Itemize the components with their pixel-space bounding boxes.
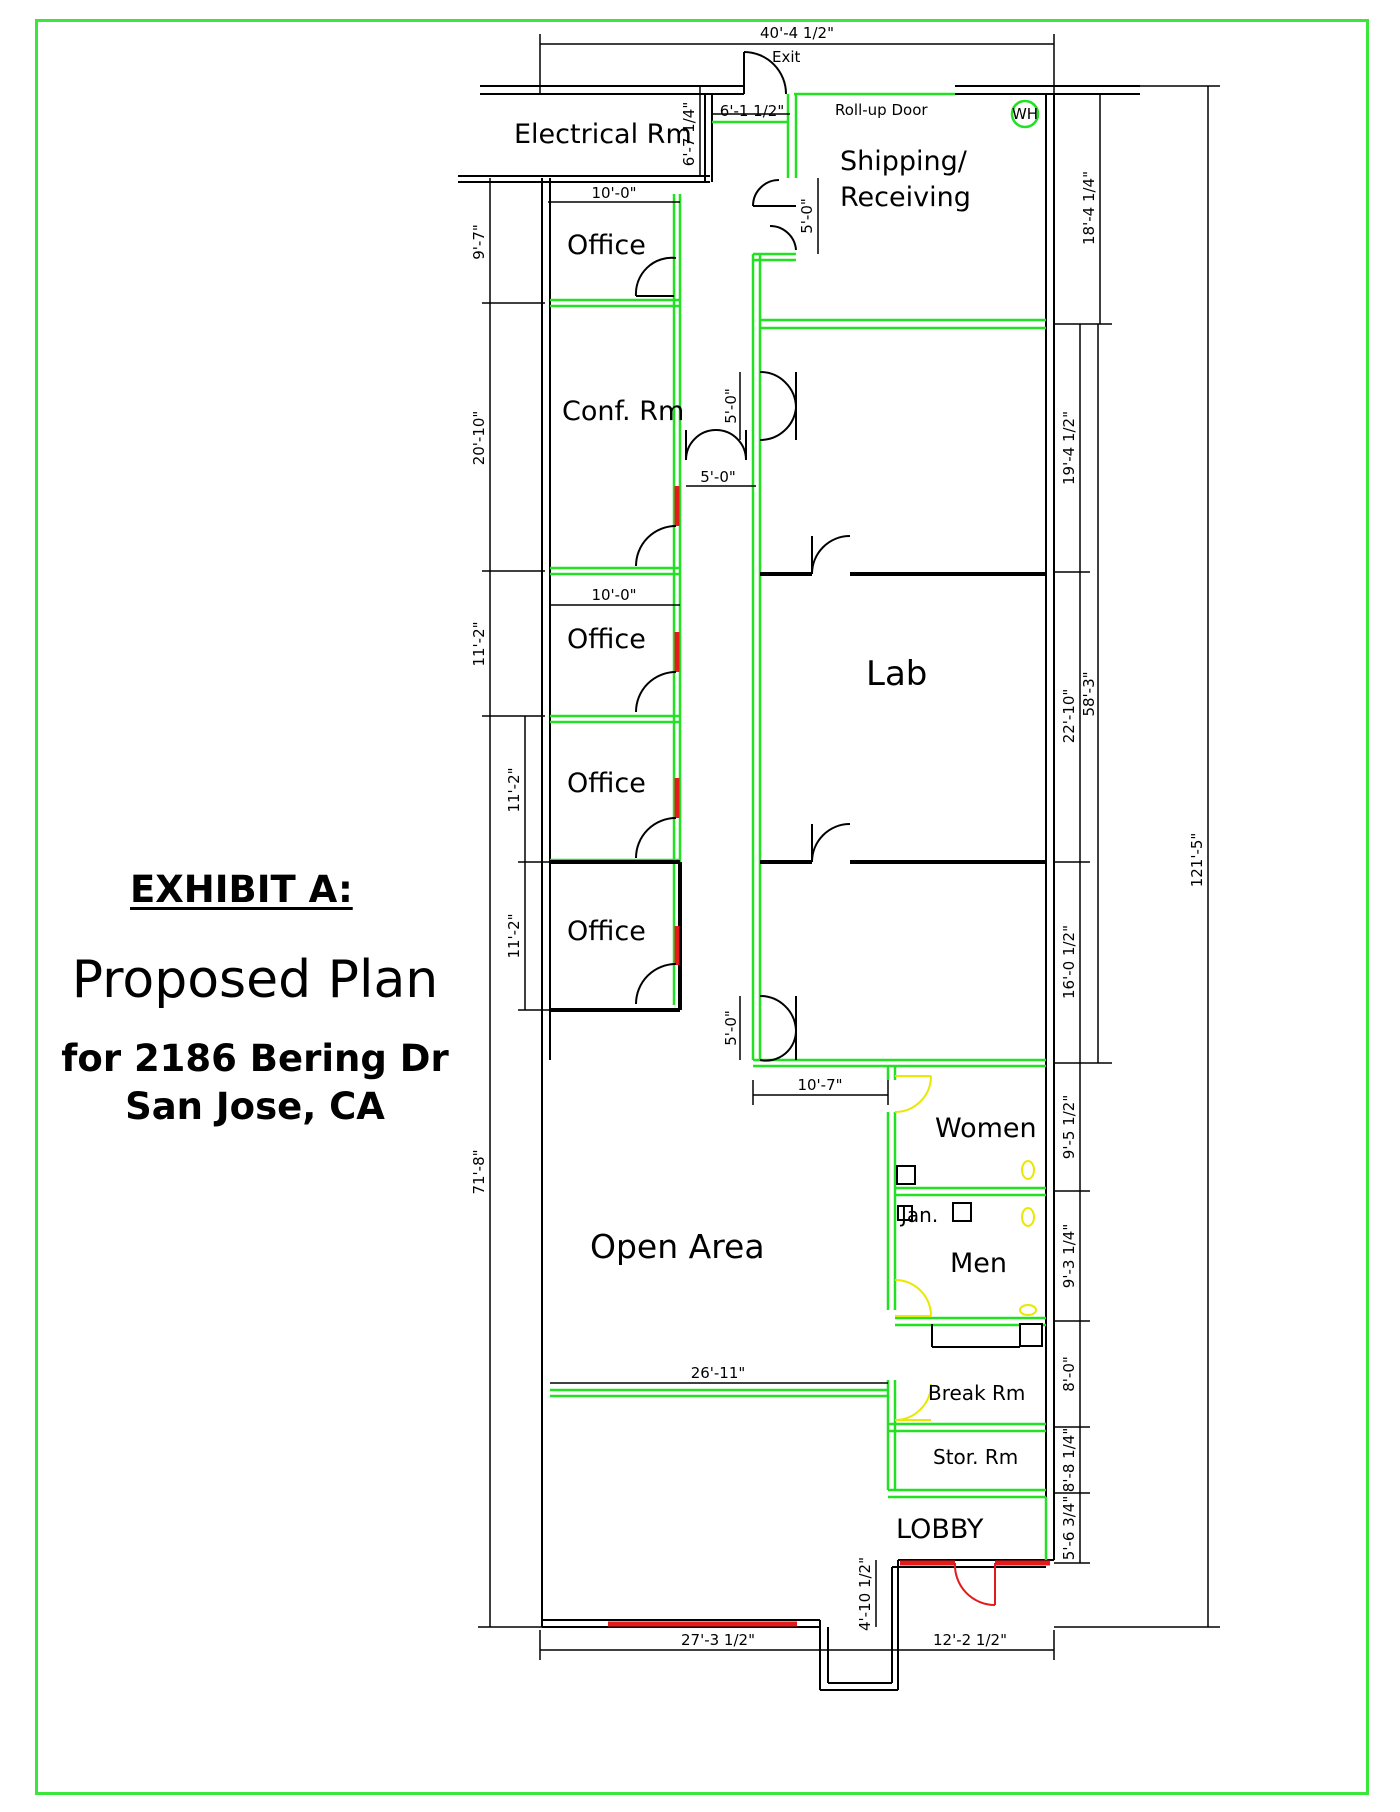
plan-title: Proposed Plan <box>71 950 439 1010</box>
rollup-door-label: Roll-up Door <box>835 101 928 119</box>
room-storage: Stor. Rm <box>933 1445 1018 1469</box>
dimension-labels: 40'-4 1/2" 6'-1 1/2" 6'-7 1/4" 10'-0" 5'… <box>470 24 1206 1649</box>
dim-top-width: 40'-4 1/2" <box>760 24 834 42</box>
dim-conf-door-h: 5'-0" <box>700 468 736 486</box>
water-heater: WH <box>1010 99 1040 129</box>
dim-open-width: 26'-11" <box>691 1364 746 1382</box>
dim-right-9-5: 9'-5 1/2" <box>1060 1095 1078 1159</box>
demo-walls <box>608 486 1050 1627</box>
exterior-walls <box>458 85 1140 1691</box>
dim-bottom-right: 12'-2 1/2" <box>933 1631 1007 1649</box>
dim-right-8-1: 8'-8 1/4" <box>1060 1428 1078 1492</box>
dim-conf-door-v: 5'-0" <box>722 388 740 424</box>
existing-interior-walls <box>550 572 1046 1012</box>
room-office-1: Office <box>567 230 646 261</box>
room-conf: Conf. Rm <box>562 396 684 427</box>
dim-right-58-3: 58'-3" <box>1080 671 1098 716</box>
room-shipping-line2: Receiving <box>840 182 971 213</box>
dim-left-20-10: 20'-10" <box>470 411 488 466</box>
dim-left-11-2b: 11'-2" <box>505 767 523 812</box>
doors <box>634 179 851 1062</box>
dim-right-16-0: 16'-0 1/2" <box>1060 925 1078 999</box>
dim-lab-door: 5'-0" <box>722 1010 740 1046</box>
room-office-4: Office <box>567 916 646 947</box>
dim-lobby-step: 4'-10 1/2" <box>856 1557 874 1631</box>
dim-left-11-2a: 11'-2" <box>470 621 488 666</box>
room-men: Men <box>950 1248 1007 1279</box>
room-office-3: Office <box>567 768 646 799</box>
room-shipping-line1: Shipping/ <box>840 146 968 177</box>
plan-address: for 2186 Bering Dr San Jose, CA <box>40 1035 470 1131</box>
water-heater-label: WH <box>1012 105 1038 123</box>
dim-right-22-10: 22'-10" <box>1060 689 1078 744</box>
lobby-door <box>953 1562 996 1607</box>
room-break: Break Rm <box>928 1381 1025 1405</box>
dim-left-9-7: 9'-7" <box>470 224 488 260</box>
address-line-2: San Jose, CA <box>125 1085 385 1128</box>
address-line-1: for 2186 Bering Dr <box>61 1037 449 1080</box>
room-electrical: Electrical Rm <box>514 119 692 150</box>
room-open-area: Open Area <box>590 1227 765 1266</box>
restroom-fixtures <box>894 1075 1037 1421</box>
dim-right-9-3: 9'-3 1/4" <box>1060 1224 1078 1288</box>
dim-left-11-2c: 11'-2" <box>505 913 523 958</box>
exit-label: Exit <box>772 48 801 66</box>
dimension-lines <box>478 34 1220 1660</box>
dim-right-5-6: 5'-6 3/4" <box>1060 1496 1078 1560</box>
room-office-2: Office <box>567 624 646 655</box>
dim-right-18-4: 18'-4 1/4" <box>1080 171 1098 245</box>
room-labels: Electrical Rm Shipping/ Receiving Office… <box>514 48 1037 1545</box>
dim-elec-height: 6'-7 1/4" <box>680 102 698 166</box>
room-lab: Lab <box>866 654 927 694</box>
room-jan: Jan. <box>899 1203 938 1227</box>
dim-bottom-left: 27'-3 1/2" <box>681 1631 755 1649</box>
dim-elec-width: 6'-1 1/2" <box>720 102 784 120</box>
dim-right-19-4: 19'-4 1/2" <box>1060 411 1078 485</box>
dim-right-121-5: 121'-5" <box>1188 833 1206 888</box>
dim-office2-width: 10'-0" <box>591 586 636 604</box>
sinks-and-fixtures <box>896 1165 1043 1348</box>
page-border <box>35 19 1369 1795</box>
dim-office1-width: 10'-0" <box>591 184 636 202</box>
dim-right-8-0: 8'-0" <box>1060 1356 1078 1392</box>
room-women: Women <box>935 1113 1037 1144</box>
dim-ship-door: 5'-0" <box>798 198 816 234</box>
exit-door <box>743 51 787 95</box>
new-walls <box>550 92 1048 1560</box>
dim-corridor-width: 10'-7" <box>797 1076 842 1094</box>
dim-left-71-8: 71'-8" <box>470 1149 488 1194</box>
room-lobby: LOBBY <box>896 1514 984 1545</box>
exhibit-heading: EXHIBIT A: <box>130 868 353 911</box>
